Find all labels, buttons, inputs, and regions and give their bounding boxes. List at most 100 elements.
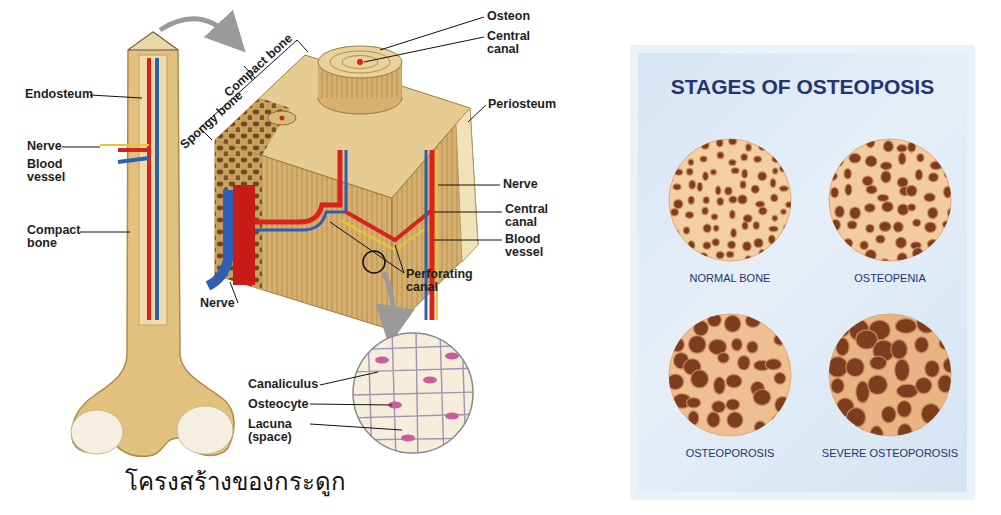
pore [944, 358, 952, 373]
pore-rim [741, 221, 748, 230]
leader-line [62, 147, 100, 148]
canal-vein [425, 150, 428, 320]
pore [773, 216, 777, 221]
pore-rim [725, 398, 740, 410]
pore-rim [693, 320, 709, 336]
pore [759, 208, 766, 214]
pore-rim [893, 221, 904, 232]
pore [704, 242, 711, 248]
pore [867, 186, 877, 193]
pore-rim [915, 427, 930, 437]
bone-sample-circle: OSTEOPOROSIS [668, 313, 792, 437]
pore-rim [867, 375, 888, 396]
pore [732, 168, 739, 173]
pore-rim [783, 224, 789, 230]
pore-rim [844, 183, 852, 196]
circle-shape [828, 138, 952, 262]
pore [747, 342, 757, 353]
pore-rim [928, 172, 939, 182]
pore [922, 404, 940, 423]
pore-rim [728, 159, 736, 166]
stage-label: OSTEOPENIA [798, 272, 982, 284]
matrix [350, 330, 480, 460]
bone-sample-circle: SEVERE OSTEOPOROSIS [828, 313, 952, 437]
pore [714, 378, 724, 394]
pore-rim [897, 252, 908, 262]
pore [703, 173, 707, 180]
leader-lines [62, 17, 502, 430]
medullary-cavity [139, 55, 167, 325]
pore [718, 198, 723, 204]
pore-rim [731, 338, 743, 352]
pore [908, 205, 915, 211]
pore-rim [927, 239, 940, 250]
pore-rim [938, 336, 952, 351]
pore-rim [741, 169, 748, 179]
pore [916, 378, 931, 393]
pore [684, 228, 689, 234]
pore [856, 382, 868, 402]
central-canal-dot [357, 59, 363, 65]
pore [785, 156, 791, 163]
pore [725, 188, 731, 195]
pore-rim [688, 410, 700, 426]
bone-pores [828, 138, 952, 262]
pore [774, 146, 779, 151]
pore-rim [690, 369, 709, 388]
pore-rim [880, 258, 890, 262]
pore [881, 172, 890, 183]
pore-rim [669, 337, 684, 353]
pore [717, 252, 724, 258]
pore [711, 170, 716, 174]
pore [708, 314, 721, 326]
pore-rim [715, 186, 721, 196]
pore-rim [834, 205, 845, 218]
pore-rim [830, 187, 839, 198]
pore [866, 225, 873, 232]
pore-rim [835, 337, 850, 356]
pore [668, 146, 673, 151]
pore-rim [846, 407, 866, 428]
pore [847, 408, 865, 427]
pore-rim [947, 207, 952, 218]
pore [898, 424, 911, 437]
pore-rim [688, 255, 697, 262]
pore [882, 407, 895, 422]
pore [703, 208, 708, 214]
leader-line [310, 404, 392, 405]
pore-rim [687, 240, 695, 250]
part-label: Central canal [505, 203, 561, 229]
zoom-spot [363, 251, 385, 273]
pore [948, 209, 952, 218]
pore [828, 251, 837, 261]
pore-rim [688, 196, 695, 205]
pore [774, 335, 785, 345]
pore [769, 227, 777, 231]
pore-rim [724, 186, 733, 195]
pore [788, 141, 792, 146]
pore-rim [890, 339, 908, 360]
pore-rim [866, 138, 876, 148]
osteon-small [268, 111, 296, 125]
bone-disc [829, 314, 951, 436]
pore-rim [877, 194, 889, 202]
pore [754, 222, 759, 229]
block-side [392, 108, 478, 330]
pore-rim [755, 201, 765, 208]
pore [917, 314, 936, 333]
pore-rim [915, 377, 933, 394]
pore [916, 170, 922, 180]
pore [896, 319, 916, 333]
pore-rim [730, 228, 737, 238]
pore [759, 143, 766, 149]
pore-rim [943, 186, 952, 199]
pore [668, 375, 683, 389]
pore [898, 401, 911, 417]
pore-rim [674, 168, 683, 175]
pore [727, 252, 733, 257]
pore-rim [865, 155, 878, 167]
pore-rim [907, 203, 916, 211]
pore [786, 258, 791, 262]
pore [707, 413, 719, 427]
pore [780, 166, 786, 171]
